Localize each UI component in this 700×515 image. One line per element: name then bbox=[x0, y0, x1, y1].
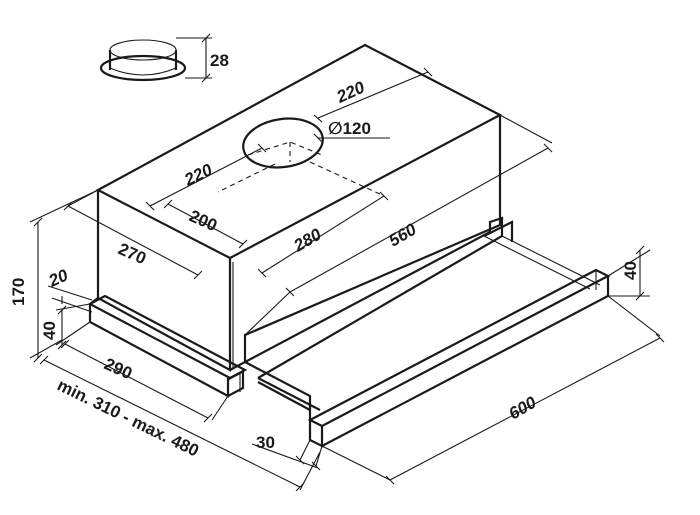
base-40-label: 40 bbox=[40, 321, 59, 340]
tray-30-dimension bbox=[251, 439, 323, 471]
outlet-side-dimension bbox=[145, 143, 267, 211]
base-40-dimension bbox=[55, 303, 91, 350]
base-plate bbox=[87, 294, 248, 398]
diameter-leader bbox=[313, 133, 390, 143]
height-170-label: 170 bbox=[9, 278, 28, 306]
tray-40-label: 40 bbox=[621, 261, 640, 280]
collar-height-dimension bbox=[176, 33, 212, 83]
length-560-label: 560 bbox=[386, 220, 421, 251]
height-170-dimension bbox=[29, 189, 99, 363]
pullout-range-dimension bbox=[39, 355, 321, 492]
hood-body bbox=[95, 43, 503, 372]
step-20-label: 20 bbox=[45, 265, 71, 291]
depth-200-label: 200 bbox=[186, 206, 220, 235]
width-600-label: 600 bbox=[506, 393, 541, 424]
width-280-label: 280 bbox=[290, 225, 325, 256]
depth-270-dimension bbox=[63, 189, 203, 280]
step-20-dimension bbox=[47, 285, 93, 313]
depth-270-label: 270 bbox=[115, 239, 149, 268]
depth-200-dimension bbox=[163, 199, 248, 249]
tray-30-label: 30 bbox=[256, 433, 275, 452]
width-600-dimension bbox=[321, 295, 665, 485]
outlet-side-offset-label: 220 bbox=[181, 160, 216, 190]
depth-290-label: 290 bbox=[101, 354, 135, 383]
pullout-range-label: min. 310 - max. 480 bbox=[54, 376, 202, 461]
duct-collar bbox=[99, 39, 187, 82]
duct-diameter-label: ∅120 bbox=[328, 119, 371, 138]
depth-290-dimension bbox=[60, 339, 229, 423]
width-280-dimension bbox=[257, 191, 389, 278]
outlet-rear-offset-label: 220 bbox=[333, 78, 368, 108]
length-560-dimension bbox=[244, 114, 553, 336]
outlet-rear-dimension bbox=[313, 67, 433, 123]
duct-outlet bbox=[217, 117, 385, 197]
tray-40-dimension bbox=[607, 245, 651, 301]
collar-height-label: 28 bbox=[210, 51, 229, 70]
